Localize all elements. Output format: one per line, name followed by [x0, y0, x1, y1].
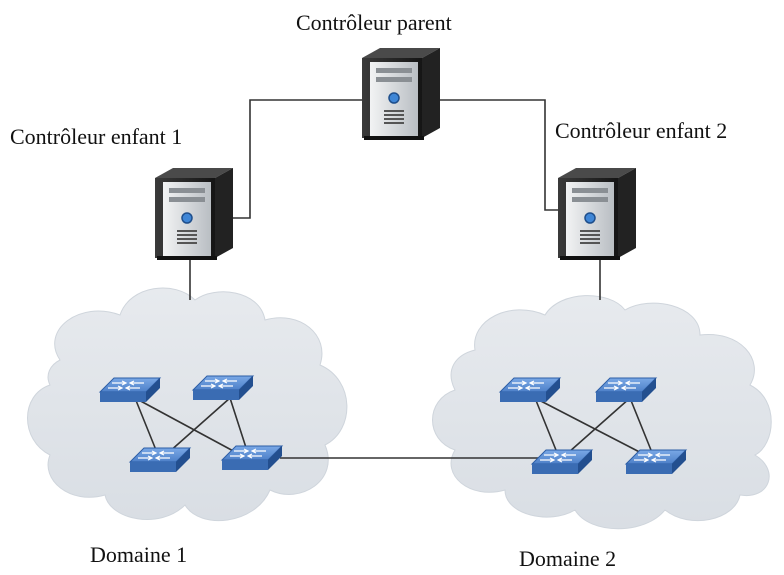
link-parent-child2: [440, 99, 562, 211]
parent-controller-label: Contrôleur parent: [296, 10, 452, 35]
child-controller-1-label: Contrôleur enfant 1: [10, 124, 183, 149]
domain-1-label: Domaine 1: [90, 542, 188, 567]
child-controller-2-label: Contrôleur enfant 2: [555, 118, 728, 143]
parent-controller-server-icon: [361, 47, 441, 141]
link-parent-child1: [222, 99, 366, 219]
child-controller-1-server-icon: [154, 167, 234, 261]
domain-2-label: Domaine 2: [519, 546, 617, 571]
domain-2-cloud-icon: [432, 295, 772, 530]
domain-1-cloud-icon: [27, 287, 348, 522]
child-controller-2-server-icon: [557, 167, 637, 261]
